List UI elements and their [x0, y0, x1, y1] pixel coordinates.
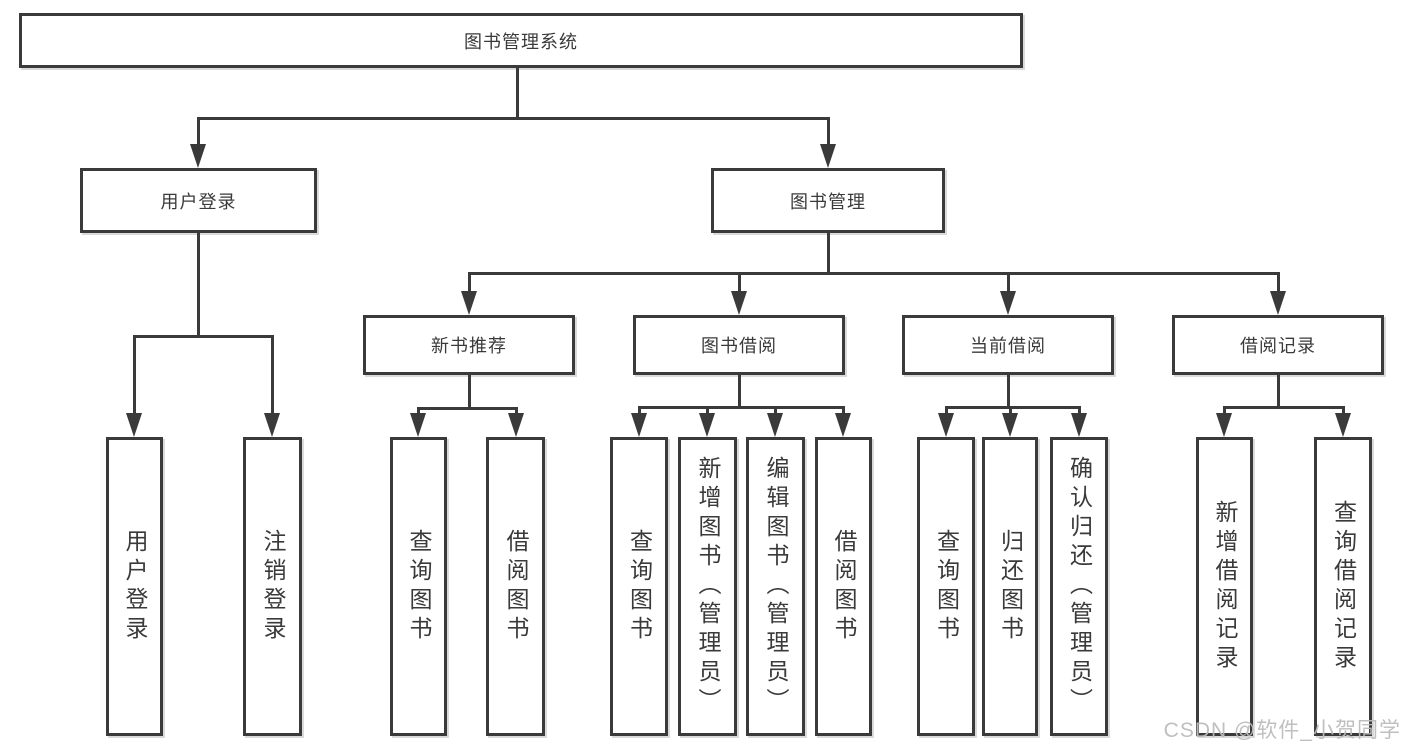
node-borrow-records: 借阅记录	[1172, 315, 1384, 375]
node-borrow-add-books-admin: 新增图书（管理员）	[678, 437, 737, 736]
node-records-add-record: 新增借阅记录	[1196, 437, 1253, 736]
connector-stem	[1276, 375, 1280, 409]
connector-bar	[637, 406, 845, 409]
connector-drop	[1222, 406, 1226, 417]
connector-drop	[416, 407, 420, 417]
connector-drop	[196, 117, 200, 148]
arrow-down-icon	[264, 413, 280, 437]
connector-drop	[944, 406, 948, 417]
node-current-confirm-return-admin: 确认归还（管理员）	[1050, 437, 1108, 736]
arrow-down-icon	[1000, 291, 1016, 315]
node-rec-borrow-books: 借阅图书	[486, 437, 545, 736]
node-user-login: 用户登录	[80, 168, 317, 233]
connector-stem	[826, 233, 830, 275]
connector-stem	[467, 375, 471, 410]
connector-drop	[841, 406, 845, 417]
arrow-down-icon	[731, 291, 747, 315]
connector-drop	[705, 406, 709, 417]
node-borrow-borrow-books: 借阅图书	[815, 437, 872, 736]
node-logout-action: 注销登录	[243, 437, 302, 736]
node-book-borrow: 图书借阅	[633, 315, 845, 375]
connector-drop	[1341, 406, 1345, 417]
arrow-down-icon	[190, 144, 206, 168]
connector-drop	[826, 117, 830, 148]
connector-bar	[196, 117, 830, 120]
connector-stem	[196, 233, 200, 338]
node-records-query-record: 查询借阅记录	[1314, 437, 1372, 736]
arrow-down-icon	[1270, 291, 1286, 315]
node-current-borrow: 当前借阅	[902, 315, 1114, 375]
connector-drop	[1006, 272, 1010, 295]
node-current-return-books: 归还图书	[982, 437, 1038, 736]
connector-bar	[944, 406, 1081, 409]
arrow-down-icon	[1071, 413, 1087, 437]
node-borrow-edit-books-admin: 编辑图书（管理员）	[746, 437, 805, 736]
node-root: 图书管理系统	[19, 13, 1023, 68]
arrow-down-icon	[1216, 413, 1232, 437]
connector-stem	[737, 375, 741, 409]
node-rec-query-books: 查询图书	[390, 437, 447, 736]
arrow-down-icon	[1002, 413, 1018, 437]
connector-stem	[515, 68, 519, 120]
connector-stem	[1006, 375, 1010, 409]
connector-drop	[737, 272, 741, 295]
connector-drop	[773, 406, 777, 417]
arrow-down-icon	[938, 413, 954, 437]
watermark: CSDN @软件_小贺同学	[1163, 719, 1401, 742]
connector-drop	[132, 335, 136, 417]
connector-drop	[1276, 272, 1280, 295]
connector-bar	[467, 272, 1280, 275]
arrow-down-icon	[126, 413, 142, 437]
connector-drop	[270, 335, 274, 417]
node-borrow-query-books: 查询图书	[610, 437, 668, 736]
connector-bar	[416, 407, 518, 410]
arrow-down-icon	[699, 413, 715, 437]
arrow-down-icon	[461, 291, 477, 315]
arrow-down-icon	[767, 413, 783, 437]
node-user-login-action: 用户登录	[106, 437, 163, 736]
node-book-management: 图书管理	[711, 168, 945, 233]
connector-bar	[132, 335, 274, 338]
arrow-down-icon	[1335, 413, 1351, 437]
arrow-down-icon	[508, 413, 524, 437]
node-new-book-recommend: 新书推荐	[363, 315, 575, 375]
connector-drop	[1008, 406, 1012, 417]
arrow-down-icon	[820, 144, 836, 168]
arrow-down-icon	[631, 413, 647, 437]
connector-drop	[1077, 406, 1081, 417]
connector-drop	[637, 406, 641, 417]
arrow-down-icon	[835, 413, 851, 437]
node-current-query-books: 查询图书	[917, 437, 975, 736]
connector-drop	[514, 407, 518, 417]
connector-drop	[467, 272, 471, 295]
connector-bar	[1222, 406, 1345, 409]
arrow-down-icon	[410, 413, 426, 437]
